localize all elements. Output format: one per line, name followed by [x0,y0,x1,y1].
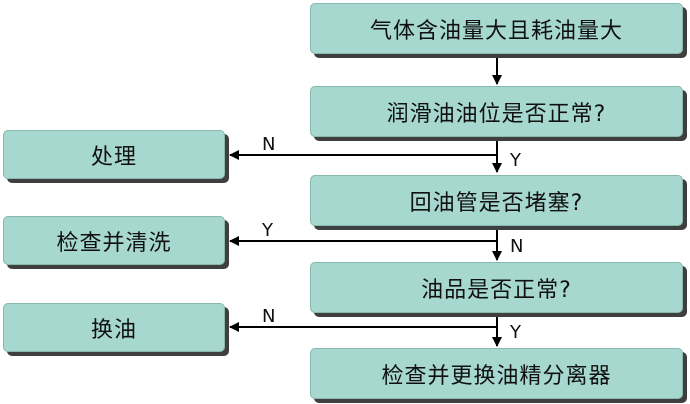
edge-label-q2-yes: Y [261,220,274,241]
action-handle: 处理 [3,130,225,179]
decision-oil-level: 润滑油油位是否正常? [310,86,683,137]
decision-return-pipe: 回油管是否堵塞? [310,175,683,226]
edge-label-q1-no: N [262,134,275,155]
action-inspect-clean: 检查并清洗 [3,216,225,265]
edge-label-q2-no: N [510,236,523,257]
edge-label-q3-yes: Y [509,322,522,343]
edge-label-q1-yes: Y [509,150,522,171]
action-change-oil: 换油 [3,303,225,352]
edge-label-q3-no: N [262,306,275,327]
decision-oil-quality: 油品是否正常? [310,262,683,313]
end-node: 检查并更换油精分离器 [310,348,683,399]
start-node: 气体含油量大且耗油量大 [310,3,683,54]
